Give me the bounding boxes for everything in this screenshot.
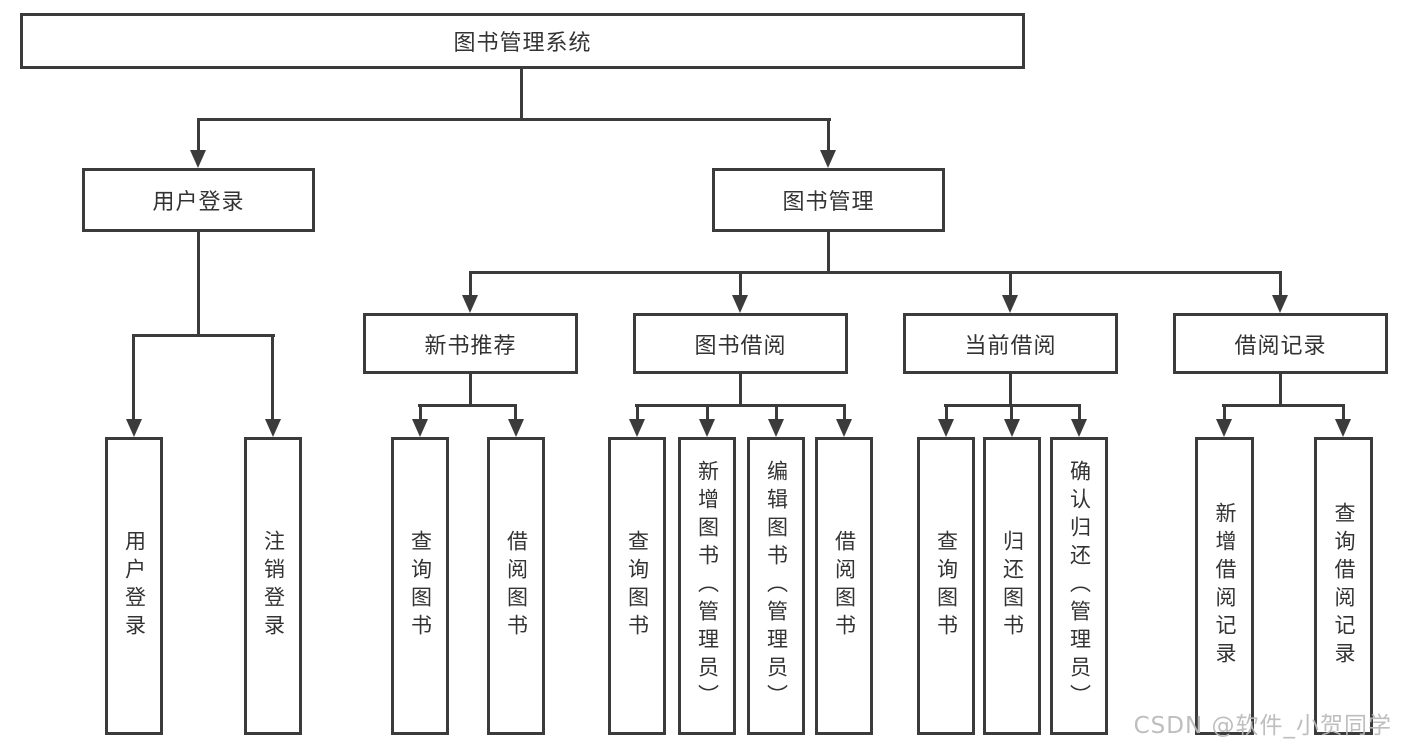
module-new-book-recommend: 新书推荐	[363, 313, 578, 374]
connector-line	[197, 118, 831, 121]
module-current-borrow-label: 当前借阅	[964, 333, 1057, 359]
connector-line	[945, 404, 948, 419]
node-book-management-label: 图书管理	[782, 190, 875, 215]
arrow-down-icon	[699, 419, 715, 437]
arrow-down-icon	[1002, 295, 1018, 313]
leaf-label: 编辑图书（管理员）	[764, 460, 789, 712]
connector-line	[1279, 271, 1282, 295]
module-book-borrow-label: 图书借阅	[694, 333, 787, 359]
connector-line	[418, 404, 517, 407]
module-borrow-record-label: 借阅记录	[1234, 333, 1327, 359]
leaf-label: 新增图书（管理员）	[695, 460, 720, 712]
connector-line	[1222, 404, 1344, 407]
arrow-down-icon	[1071, 419, 1087, 437]
arrow-down-icon	[126, 419, 142, 437]
arrow-down-icon	[820, 150, 836, 168]
leaf-edit-book-admin: 编辑图书（管理员）	[747, 437, 805, 735]
leaf-label: 归还图书	[1000, 530, 1025, 642]
connector-line	[843, 404, 846, 419]
connector-line	[271, 334, 274, 419]
connector-line	[1009, 374, 1012, 406]
connector-line	[197, 232, 200, 335]
arrow-down-icon	[265, 419, 281, 437]
module-new-book-recommend-label: 新书推荐	[424, 333, 517, 359]
connector-line	[1279, 374, 1282, 406]
leaf-query-borrow-record: 查询借阅记录	[1314, 437, 1373, 735]
arrow-down-icon	[836, 419, 852, 437]
connector-line	[827, 118, 830, 150]
leaf-label: 查询图书	[625, 530, 650, 642]
arrow-down-icon	[1335, 419, 1351, 437]
arrow-down-icon	[732, 295, 748, 313]
connector-line	[132, 334, 135, 419]
arrow-down-icon	[938, 419, 954, 437]
node-user-login: 用户登录	[82, 168, 315, 232]
module-current-borrow: 当前借阅	[903, 313, 1118, 374]
node-book-management: 图书管理	[712, 168, 945, 232]
connector-line	[514, 404, 517, 419]
leaf-label: 查询图书	[408, 530, 433, 642]
leaf-query-books-recommend: 查询图书	[391, 437, 449, 735]
connector-line	[775, 404, 778, 419]
leaf-label: 查询图书	[934, 530, 959, 642]
module-borrow-record: 借阅记录	[1173, 313, 1388, 374]
connector-line	[520, 69, 523, 120]
connector-line	[739, 271, 742, 295]
leaf-user-login-label: 用户登录	[122, 530, 147, 642]
connector-line	[197, 118, 200, 150]
connector-line	[469, 374, 472, 406]
leaf-user-login: 用户登录	[105, 437, 163, 735]
connector-line	[132, 334, 275, 337]
leaf-query-books-current: 查询图书	[917, 437, 975, 735]
connector-line	[739, 374, 742, 406]
connector-line	[1223, 404, 1226, 419]
arrow-down-icon	[768, 419, 784, 437]
leaf-label: 新增借阅记录	[1213, 502, 1238, 670]
arrow-down-icon	[1004, 419, 1020, 437]
leaf-label: 借阅图书	[504, 530, 529, 642]
root-node-label: 图书管理系统	[453, 31, 592, 56]
leaf-logout-label: 注销登录	[261, 530, 286, 642]
connector-line	[635, 404, 846, 407]
connector-line	[1078, 404, 1081, 419]
leaf-label: 查询借阅记录	[1332, 502, 1357, 670]
node-user-login-label: 用户登录	[152, 190, 245, 215]
connector-line	[469, 271, 1282, 274]
leaf-logout: 注销登录	[244, 437, 302, 735]
leaf-add-borrow-record: 新增借阅记录	[1195, 437, 1254, 735]
connector-line	[827, 232, 830, 273]
root-node: 图书管理系统	[20, 13, 1025, 69]
connector-line	[706, 404, 709, 419]
arrow-down-icon	[1216, 419, 1232, 437]
leaf-query-books-borrow: 查询图书	[608, 437, 666, 735]
connector-line	[1009, 271, 1012, 295]
module-book-borrow: 图书借阅	[633, 313, 848, 374]
leaf-label: 借阅图书	[832, 530, 857, 642]
connector-line	[469, 271, 472, 295]
leaf-confirm-return-admin: 确认归还（管理员）	[1050, 437, 1108, 735]
arrow-down-icon	[508, 419, 524, 437]
leaf-borrow-books-recommend: 借阅图书	[487, 437, 545, 735]
connector-line	[419, 404, 422, 419]
connector-line	[1010, 404, 1013, 419]
leaf-add-book-admin: 新增图书（管理员）	[678, 437, 736, 735]
leaf-borrow-book: 借阅图书	[815, 437, 873, 735]
arrow-down-icon	[412, 419, 428, 437]
arrow-down-icon	[190, 150, 206, 168]
watermark: CSDN @软件_小贺同学	[1133, 713, 1392, 739]
arrow-down-icon	[462, 295, 478, 313]
connector-line	[1342, 404, 1345, 419]
leaf-return-book: 归还图书	[983, 437, 1041, 735]
leaf-label: 确认归还（管理员）	[1067, 460, 1092, 712]
arrow-down-icon	[629, 419, 645, 437]
connector-line	[636, 404, 639, 419]
arrow-down-icon	[1272, 295, 1288, 313]
